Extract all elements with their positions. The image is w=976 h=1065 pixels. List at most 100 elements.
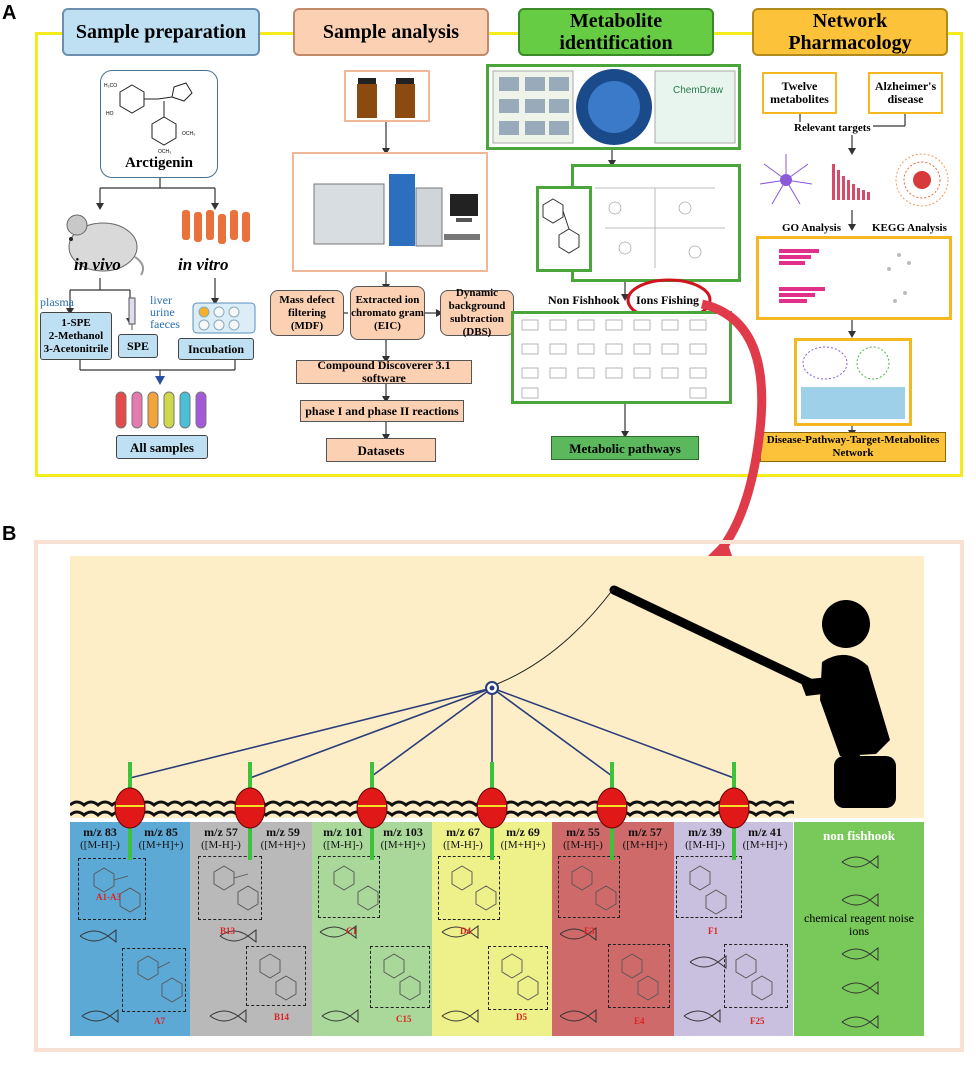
structure-box-c-bottom (370, 946, 430, 1008)
candidate-structures-icon (521, 319, 707, 399)
sample-vials-icon (115, 391, 207, 429)
mz-d-left: m/z 67([M-H]-) (434, 826, 492, 851)
alzheimers-disease-box: Alzheimer's disease (868, 72, 943, 114)
mz-e-right-ion: ([M+H]+) (622, 839, 668, 851)
mz-c-right-ion: ([M+H]+) (380, 839, 426, 851)
well-plate-icon (192, 302, 256, 334)
label-c-top: C1 (346, 926, 357, 936)
float-2 (356, 762, 388, 860)
structure-box-a-bottom (122, 948, 186, 1012)
mz-b-right-value: m/z 59 (266, 825, 300, 839)
mz-b-right: m/z 59([M+H]+) (254, 826, 312, 851)
mz-e-left: m/z 55([M-H]-) (554, 826, 612, 851)
structure-box-d-top (438, 856, 500, 920)
mz-e-left-ion: ([M-H]-) (563, 839, 603, 851)
software-screenshots: ChemDraw (486, 64, 741, 150)
structure-box-e-bottom (608, 944, 670, 1008)
float-1 (234, 762, 266, 860)
mz-f-left-value: m/z 39 (688, 825, 722, 839)
mz-f-left-ion: ([M-H]-) (685, 839, 725, 851)
panel-a-frame (35, 32, 963, 477)
header-sample-preparation: Sample preparation (62, 8, 260, 56)
enrichment-charts (756, 236, 952, 320)
plasma-label: plasma (40, 295, 74, 309)
fisherman-silhouette (609, 585, 896, 808)
urine-label: urine (150, 305, 175, 319)
mz-b-left-value: m/z 57 (204, 825, 238, 839)
label-f-top: F1 (708, 926, 718, 936)
amber-vials-icon (357, 78, 415, 118)
enrichment-bars-icon (779, 249, 911, 303)
mass-spectrometer-icon (313, 174, 480, 247)
mz-f-right-ion: ([M+H]+) (742, 839, 788, 851)
label-b-top: B13 (220, 926, 236, 936)
network-plots-icon (759, 153, 949, 207)
header-sample-analysis: Sample analysis (293, 8, 489, 56)
mz-a-right-value: m/z 85 (144, 825, 178, 839)
network-graph (794, 338, 912, 426)
liver-label: liver (150, 293, 172, 307)
in-vitro-label: in vitro (178, 255, 229, 274)
label-a-top: A1-A3 (96, 892, 121, 902)
spe-box: SPE (118, 334, 158, 358)
go-analysis-label: GO Analysis (782, 222, 841, 235)
label-e-bottom: E4 (634, 1016, 645, 1026)
header-network-pharmacology: Network Pharmacology (752, 8, 948, 56)
ions-fishing-label: Ions Fishing (636, 293, 700, 307)
chemdraw-logo-text: ChemDraw (673, 85, 724, 96)
mz-e-right-value: m/z 57 (628, 825, 662, 839)
vials-image (344, 70, 430, 122)
label-d-top: D4 (460, 926, 471, 936)
fishing-lines (129, 587, 735, 779)
label-e-top: E3 (584, 926, 595, 936)
non-fishhook-title: non fishhook (823, 828, 895, 843)
parent-structure-panel (536, 186, 592, 272)
compound-discoverer-box: Compound Discoverer 3.1 software (296, 359, 472, 385)
panel-b-frame (34, 540, 964, 1052)
mz-b-right-ion: ([M+H]+) (260, 839, 306, 851)
label-d-bottom: D5 (516, 1012, 527, 1022)
panel-label-a: A (2, 2, 17, 24)
mz-c-right: m/z 103([M+H]+) (374, 826, 432, 851)
float-0 (114, 762, 146, 860)
mz-e-left-value: m/z 55 (566, 825, 600, 839)
test-tubes-icon (182, 210, 250, 244)
header-metabolite-identification: Metabolite identification (518, 8, 714, 56)
datasets-box: Datasets (326, 438, 436, 462)
structure-box-f-top (676, 856, 742, 918)
compound-name: Arctigenin (124, 155, 194, 171)
network-graph-icon (801, 346, 905, 419)
syringe-icon (128, 297, 136, 330)
mdf-box: Mass defect filtering (MDF) (270, 290, 344, 336)
structure-box-b-top (198, 856, 262, 920)
mz-d-right: m/z 69([M+H]+) (494, 826, 552, 851)
float-4 (596, 762, 628, 860)
mz-c-right-value: m/z 103 (383, 825, 423, 839)
dbs-box: Dynamic background subtraction (DBS) (440, 287, 514, 338)
mz-c-left: m/z 101([M-H]-) (314, 826, 372, 851)
mz-f-right-value: m/z 41 (748, 825, 782, 839)
extraction-methods-box: 1-SPE 2-Methanol 3-Acetonitrile (40, 312, 112, 360)
arctigenin-molecule-icon: H₃CO HO OCH₃ OCH₃ (104, 82, 195, 155)
label-c-bottom: C15 (396, 1014, 412, 1024)
mz-b-left-ion: ([M-H]-) (201, 839, 241, 851)
mz-f-right: m/z 41([M+H]+) (736, 826, 794, 851)
svg-text:HO: HO (106, 111, 114, 117)
structure-box-d-bottom (488, 946, 548, 1010)
svg-text:OCH₃: OCH₃ (158, 149, 171, 155)
structure-box-c-top (318, 856, 380, 918)
all-samples-box: All samples (116, 435, 208, 459)
svg-text:H₃CO: H₃CO (104, 83, 117, 89)
structure-grid-icon (595, 187, 725, 268)
structure-box-e-top (558, 856, 620, 918)
svg-text:OCH₃: OCH₃ (182, 131, 195, 137)
mz-c-left-ion: ([M-H]-) (323, 839, 363, 851)
in-vivo-label: in vivo (74, 255, 121, 274)
lc-ms-instrument-image (292, 152, 488, 272)
relevant-targets-label: Relevant targets (792, 122, 873, 135)
mz-a-right: m/z 85([M+H]+) (132, 826, 190, 851)
structures-and-fish (79, 865, 773, 1023)
eic-box: Extracted ion chromato gram (EIC) (350, 286, 425, 340)
mz-d-left-ion: ([M-H]-) (443, 839, 483, 851)
structure-box-a-top (78, 858, 146, 920)
